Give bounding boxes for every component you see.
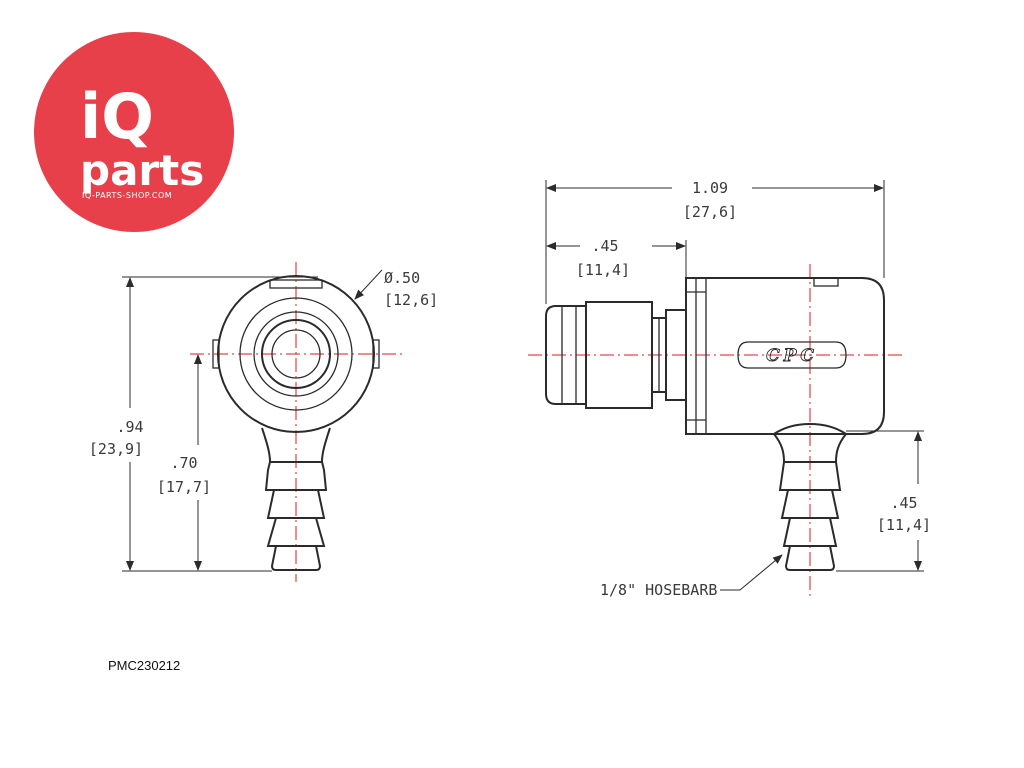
side-barb-neck — [773, 433, 847, 463]
center-height-in-label: .70 — [170, 454, 197, 472]
front-body-circle — [217, 275, 375, 433]
side-barb-tier-2 — [780, 489, 840, 519]
side-barb-tier-3 — [782, 517, 838, 547]
logo-parts-text: parts — [80, 146, 204, 195]
front-top-tab — [269, 279, 323, 289]
height-mm-label: [23,9] — [89, 440, 143, 458]
cpc-brand-badge: CPC — [737, 341, 847, 369]
front-bore — [271, 329, 321, 379]
front-ring-inner — [261, 319, 331, 389]
cpc-brand-text: CPC — [766, 346, 818, 366]
logo-site-text: IQ-PARTS-SHOP.COM — [82, 191, 172, 200]
nose-mm-label: [11,4] — [576, 261, 630, 279]
length-in-label: 1.09 — [692, 179, 728, 197]
front-barb-tier-3 — [266, 517, 326, 547]
front-barb-neck — [261, 427, 331, 463]
nose-in-label: .45 — [591, 237, 618, 255]
diameter-in-label: Ø.50 — [384, 269, 420, 287]
side-barb-tip — [784, 545, 836, 571]
front-ring-mid — [253, 311, 339, 397]
side-barb-shoulder — [773, 422, 847, 435]
center-height-mm-label: [17,7] — [157, 478, 211, 496]
barb-height-mm-label: [11,4] — [877, 516, 931, 534]
front-barb-tip — [270, 545, 322, 571]
front-right-lug — [372, 339, 380, 369]
front-barb-tier-1 — [264, 461, 328, 491]
side-top-latch — [813, 277, 839, 287]
front-barb-tier-2 — [266, 489, 326, 519]
height-in-label: .94 — [116, 418, 143, 436]
part-code: PMC230212 — [108, 658, 180, 673]
front-view: .94 [23,9] .70 [17,7] Ø.50 [12,6] — [89, 262, 438, 582]
hosebarb-label: 1/8" HOSEBARB — [600, 581, 717, 599]
hosebarb-leader — [720, 554, 783, 591]
logo-circle — [34, 32, 234, 232]
side-barb-tier-1 — [778, 461, 842, 491]
length-mm-label: [27,6] — [683, 203, 737, 221]
front-left-lug — [212, 339, 220, 369]
front-ring-outer — [239, 297, 353, 411]
side-view: CPC 1.09 [27,6] .45 [11,4] .45 [11,4] 1/… — [528, 179, 931, 599]
diameter-leader — [354, 269, 383, 300]
side-main-body — [685, 277, 885, 435]
logo-iq-text: iQ — [80, 80, 154, 153]
diameter-mm-label: [12,6] — [384, 291, 438, 309]
cpc-badge-outline — [737, 341, 847, 369]
side-nose-tip — [545, 305, 587, 405]
barb-height-in-label: .45 — [890, 494, 917, 512]
iq-parts-logo: iQ parts IQ-PARTS-SHOP.COM — [34, 32, 234, 232]
